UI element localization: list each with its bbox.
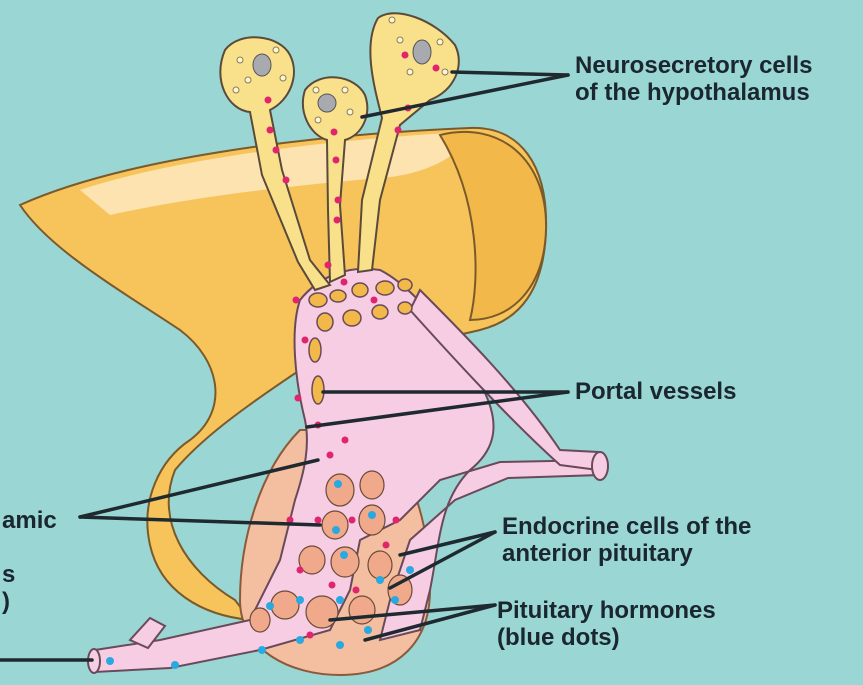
label-endocrine-line-2: anterior pituitary	[502, 540, 751, 567]
label-neurosecretory-cells: Neurosecretory cells of the hypothalamus	[575, 52, 812, 106]
label-endocrine-cells: Endocrine cells of the anterior pituitar…	[502, 513, 751, 567]
label-portal-line-1: Portal vessels	[575, 378, 736, 405]
label-hormones-line-2: (blue dots)	[497, 624, 716, 651]
label-neurosecretory-line-1: Neurosecretory cells	[575, 52, 812, 79]
label-partial-line-4: )	[2, 588, 57, 615]
label-partial-line-2	[2, 534, 57, 561]
label-neurosecretory-line-2: of the hypothalamus	[575, 79, 812, 106]
vessel-end-right	[592, 452, 608, 480]
label-partial-line-3: s	[2, 561, 57, 588]
label-partial-line-1: amic	[2, 507, 57, 534]
label-hormones-line-1: Pituitary hormones	[497, 597, 716, 624]
label-hypothalamic-hormones-partial: amic s )	[2, 507, 57, 615]
label-portal-vessels: Portal vessels	[575, 378, 736, 405]
label-endocrine-line-1: Endocrine cells of the	[502, 513, 751, 540]
label-pituitary-hormones: Pituitary hormones (blue dots)	[497, 597, 716, 651]
